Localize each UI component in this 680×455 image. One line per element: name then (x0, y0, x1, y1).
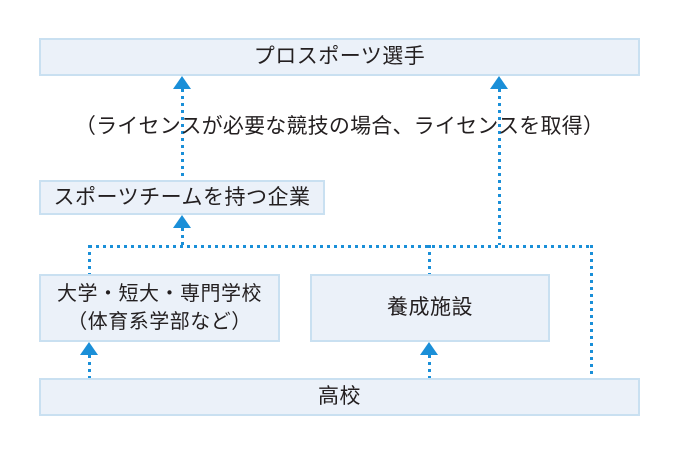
node-training-facility-label: 養成施設 (387, 296, 473, 320)
arrow-up-icon-bus-to-company (173, 215, 191, 228)
connector-company-to-pro-line (181, 89, 184, 180)
connector-horizontal-bus (89, 245, 592, 248)
connector-highschool-to-facility-line (428, 355, 431, 379)
arrow-up-icon-facility-to-pro (490, 76, 508, 89)
connector-bus-drop-university (88, 245, 91, 275)
node-university: 大学・短大・専門学校 （体育系学部など） (39, 274, 280, 342)
arrow-up-icon-highschool-to-university (80, 342, 98, 355)
node-company-with-team: スポーツチームを持つ企業 (39, 180, 325, 215)
arrow-up-icon-company-to-pro (173, 76, 191, 89)
license-caption: （ライセンスが必要な競技の場合、ライセンスを取得） (74, 115, 605, 138)
connector-facility-to-pro-line (498, 89, 501, 245)
arrow-up-icon-highschool-to-facility (420, 342, 438, 355)
node-high-school-label: 高校 (318, 385, 361, 409)
node-training-facility: 養成施設 (310, 274, 550, 342)
node-company-with-team-label: スポーツチームを持つ企業 (53, 185, 311, 209)
node-university-label: 大学・短大・専門学校 （体育系学部など） (57, 282, 262, 333)
connector-bus-drop-facility (428, 245, 431, 275)
connector-bus-to-company-line (181, 228, 184, 247)
connector-highschool-to-university-line (88, 355, 91, 379)
node-pro-athlete-label: プロスポーツ選手 (253, 45, 426, 69)
connector-bus-drop-right-riser (590, 245, 593, 379)
node-pro-athlete: プロスポーツ選手 (39, 38, 640, 76)
node-high-school: 高校 (39, 378, 640, 416)
